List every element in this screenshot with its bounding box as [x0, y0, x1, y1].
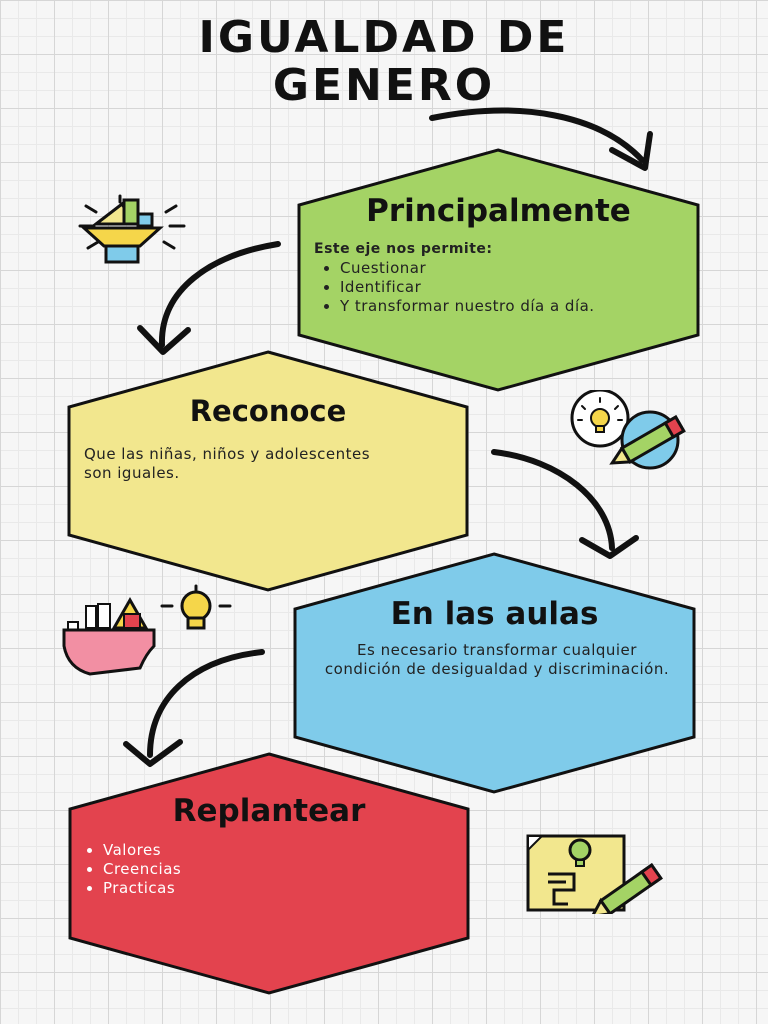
arrow-title-to-step1 — [429, 107, 645, 163]
step-list: Cuestionar Identificar Y transformar nue… — [314, 259, 689, 316]
step-reconoce: Reconoce Que las niñas, niños y adolesce… — [66, 349, 470, 593]
arrow-step1-to-step2 — [158, 241, 281, 348]
hexagon-shape — [68, 752, 470, 995]
hexagon-shape — [67, 350, 469, 592]
step-replantear: Replantear Valores Creencias Practicas — [67, 751, 471, 996]
step-title: Replantear — [172, 793, 366, 829]
step-list: Valores Creencias Practicas — [77, 841, 377, 898]
list-item: Y transformar nuestro día a día. — [340, 297, 689, 316]
hexagon-shape — [293, 552, 696, 794]
list-item: Valores — [103, 841, 377, 860]
step-title: Reconoce — [189, 394, 347, 428]
list-item: Practicas — [103, 879, 377, 898]
page-title-line1: IGUALDAD DE — [198, 12, 570, 63]
step-text: Es necesario transformar cualquier condi… — [324, 641, 670, 678]
step-en-las-aulas: En las aulas Es necesario transformar cu… — [292, 551, 697, 795]
arrow-step3-to-step4 — [147, 649, 265, 758]
lightbulb-sink-icon — [62, 584, 232, 676]
list-item: Cuestionar — [340, 259, 689, 278]
step-body: Este eje nos permite: Cuestionar Identif… — [314, 240, 689, 316]
lightbulb-pencil-icon — [570, 390, 686, 470]
list-item: Creencias — [103, 860, 377, 879]
lightbulb-icon — [78, 194, 186, 264]
step-body: Valores Creencias Practicas — [77, 841, 377, 898]
list-item: Identificar — [340, 278, 689, 297]
step-title: En las aulas — [390, 596, 599, 632]
page-title-line2: GENERO — [272, 60, 496, 111]
arrow-step2-to-step3 — [491, 449, 615, 551]
step-principalmente: Principalmente Este eje nos permite: Cue… — [296, 147, 701, 393]
step-text: Que las niñas, niños y adolescentes son … — [84, 445, 371, 482]
hexagon-shape — [297, 148, 700, 392]
document-pencil-icon — [526, 834, 663, 914]
step-title: Principalmente — [366, 193, 631, 229]
step-lead: Este eje nos permite: — [314, 241, 493, 257]
